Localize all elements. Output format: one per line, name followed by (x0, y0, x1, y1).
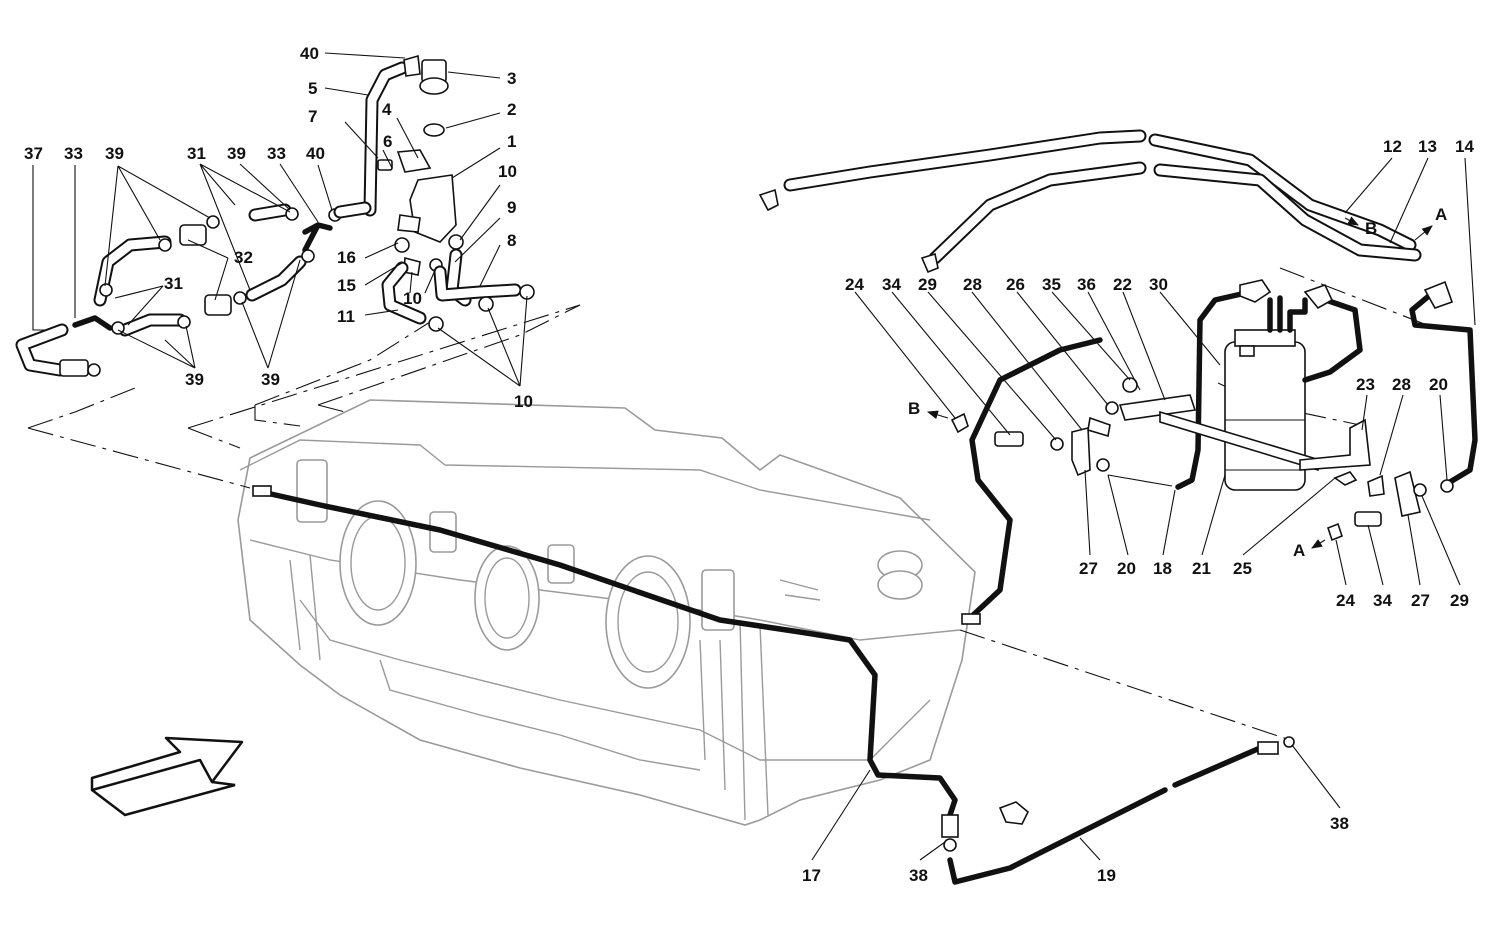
callout-33: 33 (267, 144, 286, 163)
callout-11: 11 (337, 307, 355, 326)
callout-21: 21 (1192, 559, 1211, 578)
callout-labels: 40 5 3 7 4 2 1 37 33 39 31 39 33 40 6 10… (24, 44, 1474, 885)
callout-33: 33 (64, 144, 83, 163)
callout-40: 40 (300, 44, 319, 63)
callout-15: 15 (337, 276, 356, 295)
callout-9: 9 (507, 198, 516, 217)
callout-39: 39 (185, 370, 204, 389)
marker-a: A (1293, 541, 1305, 560)
fuel-tank (237, 399, 976, 826)
callout-10: 10 (403, 289, 422, 308)
callout-34: 34 (882, 275, 901, 294)
callout-13: 13 (1418, 137, 1437, 156)
callout-27: 27 (1079, 559, 1098, 578)
callout-26: 26 (1006, 275, 1025, 294)
callout-28: 28 (1392, 375, 1411, 394)
callout-10: 10 (498, 162, 517, 181)
hose-14 (1409, 280, 1478, 485)
callout-27: 27 (1411, 591, 1430, 610)
callout-36: 36 (1077, 275, 1096, 294)
callout-18: 18 (1153, 559, 1172, 578)
callout-38: 38 (1330, 814, 1349, 833)
callout-12: 12 (1383, 137, 1402, 156)
callout-34: 34 (1373, 591, 1392, 610)
callout-22: 22 (1113, 275, 1132, 294)
callout-19: 19 (1097, 866, 1116, 885)
callout-8: 8 (507, 231, 516, 250)
callout-29: 29 (918, 275, 937, 294)
callout-39: 39 (261, 370, 280, 389)
callout-39: 39 (227, 144, 246, 163)
vent-pipe-17 (252, 337, 1103, 818)
callout-7: 7 (308, 107, 317, 126)
callout-38: 38 (909, 866, 928, 885)
callout-10: 10 (514, 392, 533, 411)
long-hoses-12-13 (758, 129, 1422, 274)
callout-31: 31 (187, 144, 206, 163)
callout-40: 40 (306, 144, 325, 163)
callout-37: 37 (24, 144, 43, 163)
direction-arrow (90, 736, 244, 792)
callout-17: 17 (802, 866, 821, 885)
callout-32: 32 (234, 248, 253, 267)
callout-31: 31 (164, 274, 183, 293)
callout-14: 14 (1455, 137, 1474, 156)
reference-markers: B A B A (908, 205, 1447, 560)
a-b-arrows (926, 216, 1433, 549)
marker-a: A (1435, 205, 1447, 224)
callout-29: 29 (1450, 591, 1469, 610)
callout-24: 24 (1336, 591, 1355, 610)
callout-24: 24 (845, 275, 864, 294)
callout-5: 5 (308, 79, 317, 98)
leader-lines (32, 52, 1476, 861)
callout-3: 3 (507, 69, 516, 88)
direction-arrow-shadow (91, 780, 236, 817)
callout-25: 25 (1233, 559, 1252, 578)
callout-23: 23 (1356, 375, 1375, 394)
callout-28: 28 (963, 275, 982, 294)
left-hose-group (15, 201, 372, 377)
callout-6: 6 (383, 132, 392, 151)
callout-4: 4 (382, 100, 392, 119)
callout-20: 20 (1429, 375, 1448, 394)
pipe-19 (941, 736, 1295, 885)
callout-1: 1 (507, 132, 516, 151)
valve-assembly (363, 54, 535, 332)
carbon-canister-21 (1087, 279, 1371, 491)
right-fittings (950, 412, 1454, 542)
callout-39: 39 (105, 144, 124, 163)
callout-30: 30 (1149, 275, 1168, 294)
callout-16: 16 (337, 248, 356, 267)
callout-35: 35 (1042, 275, 1061, 294)
callout-20: 20 (1117, 559, 1136, 578)
marker-b: B (908, 399, 920, 418)
callout-2: 2 (507, 100, 516, 119)
marker-b: B (1365, 219, 1377, 238)
